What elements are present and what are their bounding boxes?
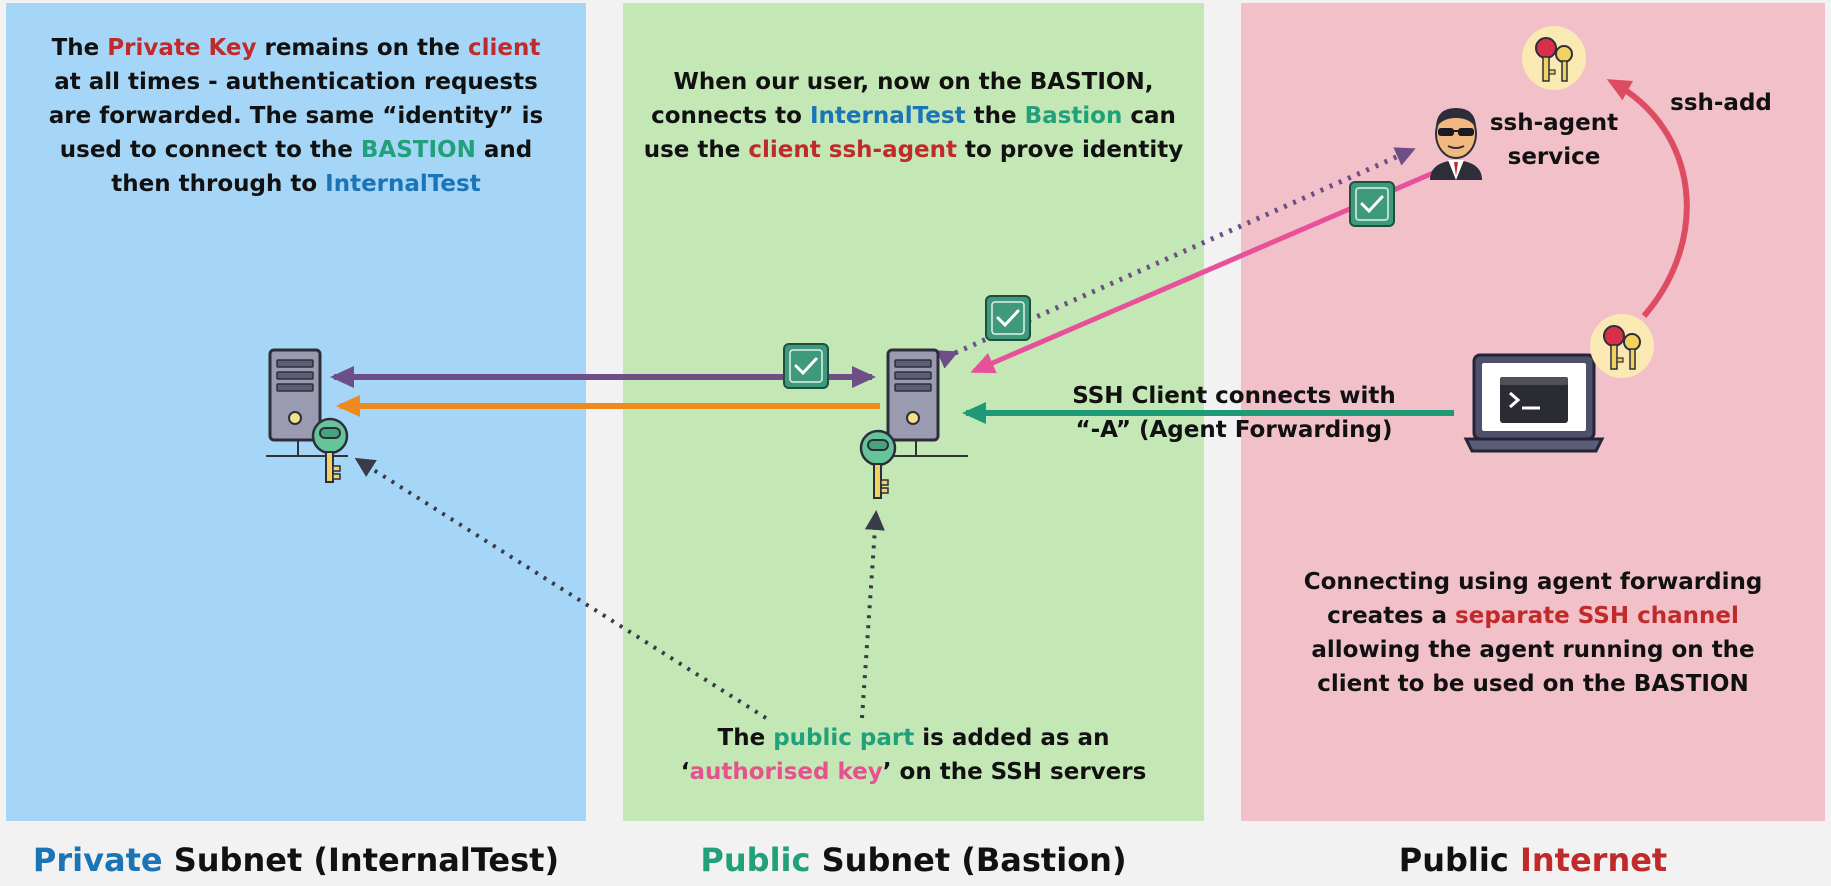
client-highlight: client bbox=[468, 35, 541, 61]
internaltest-highlight: InternalTest bbox=[810, 103, 966, 129]
description-line: are forwarded. The same “identity” is bbox=[48, 103, 544, 129]
agent-forwarding-description: Connecting using agent forwarding create… bbox=[1241, 565, 1825, 701]
checkmark-badge-icon bbox=[783, 343, 829, 389]
checkmark-badge-icon bbox=[985, 295, 1031, 341]
private-key-icon bbox=[1590, 314, 1654, 378]
private-key-icon bbox=[1522, 26, 1586, 90]
description-line: creates a separate SSH channel bbox=[1241, 599, 1825, 633]
description-line: ‘authorised key’ on the SSH servers bbox=[623, 755, 1204, 789]
label-line: ssh-add bbox=[1670, 90, 1772, 116]
title-text: Subnet (Bastion) bbox=[810, 841, 1127, 879]
description-line: client to be used on the BASTION bbox=[1317, 671, 1749, 697]
public-part-highlight: public part bbox=[773, 725, 915, 751]
public-subnet-title: Public Subnet (Bastion) bbox=[623, 838, 1204, 882]
public-part-to-bastion-key-dotted-arrow bbox=[860, 510, 885, 719]
title-highlight: Private bbox=[32, 841, 163, 879]
text-segment: used to connect to the bbox=[59, 137, 361, 163]
public-internet-title: Public Internet bbox=[1241, 838, 1825, 882]
description-line: Connecting using agent forwarding bbox=[1303, 569, 1763, 595]
public-subnet-description: When our user, now on the BASTION, conne… bbox=[623, 65, 1204, 167]
label-line: “-A” (Agent Forwarding) bbox=[1075, 417, 1393, 443]
separate-ssh-channel-highlight: separate SSH channel bbox=[1455, 603, 1739, 629]
key-icon bbox=[859, 429, 897, 499]
text-segment: The bbox=[51, 35, 108, 61]
title-highlight: Public bbox=[700, 841, 811, 879]
bastion-highlight: Bastion bbox=[1024, 103, 1123, 129]
text-segment: can bbox=[1122, 103, 1176, 129]
description-line: allowing the agent running on the bbox=[1311, 637, 1755, 663]
label-line: ssh-agent bbox=[1489, 110, 1619, 136]
text-segment: is added as an bbox=[914, 725, 1110, 751]
description-line: used to connect to the BASTION and bbox=[6, 133, 586, 167]
private-subnet-title: Private Subnet (InternalTest) bbox=[6, 838, 586, 882]
ssh-add-label: ssh-add bbox=[1666, 86, 1776, 120]
description-line: then through to InternalTest bbox=[6, 167, 586, 201]
text-segment: the bbox=[965, 103, 1025, 129]
text-segment: ‘ bbox=[680, 759, 690, 785]
title-highlight: Internet bbox=[1519, 841, 1668, 879]
laptop-terminal-icon bbox=[1463, 353, 1605, 453]
private-subnet-description: The Private Key remains on the client at… bbox=[6, 31, 586, 201]
title-text: Subnet (InternalTest) bbox=[162, 841, 560, 879]
ssh-client-connect-label: SSH Client connects with “-A” (Agent For… bbox=[1064, 379, 1404, 447]
description-line: The public part is added as an bbox=[623, 721, 1204, 755]
text-segment: The bbox=[717, 725, 774, 751]
text-segment: connects to bbox=[651, 103, 810, 129]
description-line: The Private Key remains on the client bbox=[6, 31, 586, 65]
text-segment: to prove identity bbox=[957, 137, 1184, 163]
text-segment: ’ on the SSH servers bbox=[882, 759, 1147, 785]
ssh-agent-service-label: ssh-agent service bbox=[1484, 106, 1624, 174]
ssh-add-red-arrow bbox=[1606, 79, 1690, 318]
authorised-key-highlight: authorised key bbox=[689, 759, 883, 785]
agent-person-icon bbox=[1430, 108, 1482, 180]
text-segment: use the bbox=[643, 137, 749, 163]
bastion-highlight: BASTION bbox=[360, 137, 476, 163]
title-text: Public bbox=[1398, 841, 1520, 879]
text-segment: remains on the bbox=[256, 35, 469, 61]
server-icon bbox=[266, 348, 348, 457]
text-segment: and bbox=[475, 137, 533, 163]
client-ssh-agent-highlight: client ssh-agent bbox=[748, 137, 958, 163]
private-key-highlight: Private Key bbox=[107, 35, 257, 61]
key-icon bbox=[311, 417, 349, 483]
description-line: When our user, now on the BASTION, bbox=[673, 69, 1154, 95]
label-line: SSH Client connects with bbox=[1072, 383, 1396, 409]
checkmark-badge-icon bbox=[1349, 181, 1395, 227]
label-line: service bbox=[1507, 144, 1601, 170]
description-line: at all times - authentication requests bbox=[54, 69, 538, 95]
public-part-to-internal-key-dotted-arrow bbox=[354, 457, 768, 720]
text-segment: creates a bbox=[1327, 603, 1456, 629]
text-segment: then through to bbox=[111, 171, 326, 197]
description-line: connects to InternalTest the Bastion can bbox=[623, 99, 1204, 133]
internaltest-highlight: InternalTest bbox=[325, 171, 481, 197]
bastion-to-agent-dotted-arrow bbox=[936, 147, 1416, 369]
authorised-key-description: The public part is added as an ‘authoris… bbox=[623, 721, 1204, 789]
description-line: use the client ssh-agent to prove identi… bbox=[623, 133, 1204, 167]
